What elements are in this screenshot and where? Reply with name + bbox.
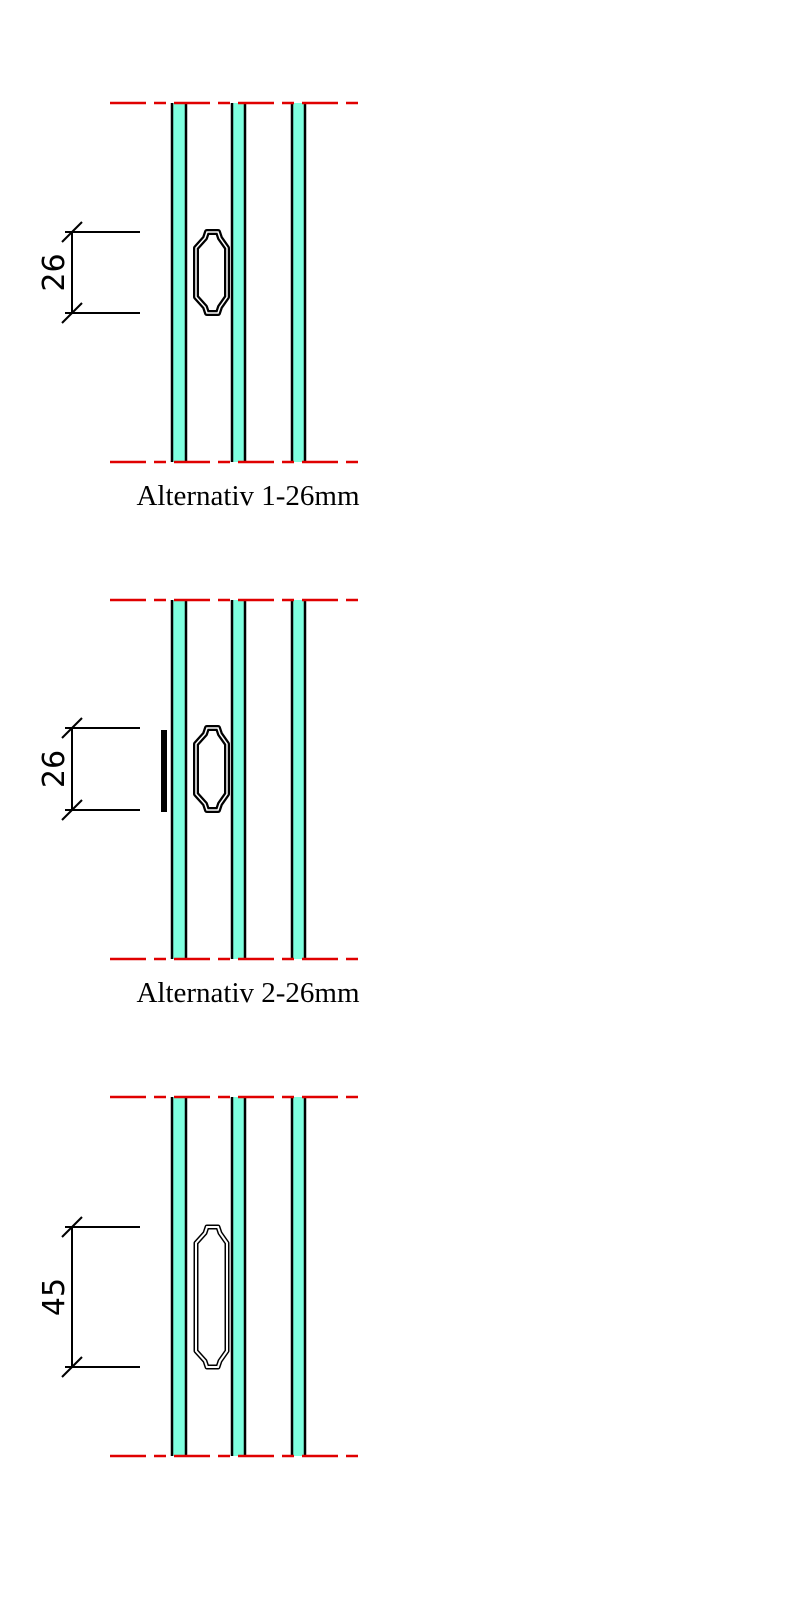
detail-label: Alternativ 2-26mm: [136, 977, 360, 1009]
spacer-profile: [193, 725, 230, 813]
glass-pane-3: [292, 1097, 305, 1456]
spacer-profile-inner: [195, 231, 228, 314]
glass-pane-1: [172, 103, 186, 462]
dimension-tick: [61, 799, 83, 821]
dimension-value: 26: [37, 253, 72, 291]
spacer-profile-inner: [195, 1226, 228, 1368]
glazing-bar: [161, 730, 167, 812]
spacer-profile-inner: [195, 727, 228, 811]
dimension-tick: [61, 1216, 83, 1238]
glass-pane-2: [232, 103, 245, 462]
section-detail-3: 45: [37, 1095, 366, 1458]
dimension-tick: [61, 302, 83, 324]
spacer-profile: [193, 1224, 230, 1370]
dimension-value: 26: [37, 750, 72, 788]
spacer-profile: [193, 229, 230, 316]
dimension-value: 45: [37, 1278, 72, 1316]
glass-pane-2: [232, 600, 245, 959]
glass-pane-1: [172, 600, 186, 959]
dimension-tick: [61, 717, 83, 739]
glass-pane-3: [292, 600, 305, 959]
detail-label: Alternativ 1-26mm: [136, 480, 360, 512]
dimension-tick: [61, 1356, 83, 1378]
glass-pane-1: [172, 1097, 186, 1456]
glass-pane-2: [232, 1097, 245, 1456]
dimension-tick: [61, 221, 83, 243]
glass-pane-3: [292, 103, 305, 462]
